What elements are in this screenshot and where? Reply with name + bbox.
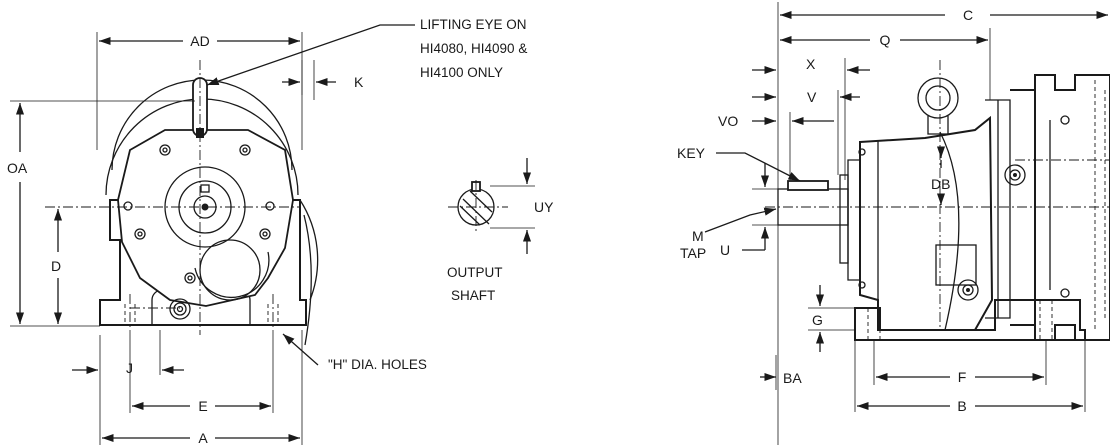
dim-label-d: D (51, 258, 61, 274)
dim-label-oa: OA (7, 160, 28, 176)
dim-label-a: A (198, 430, 208, 446)
dim-label-uy: UY (534, 199, 554, 215)
dim-label-g: G (812, 312, 823, 328)
dim-label-c: C (963, 7, 973, 23)
output-shaft-label-2: SHAFT (451, 288, 495, 303)
output-shaft-section: UY OUTPUT SHAFT (447, 158, 554, 303)
dim-label-m: M (692, 228, 704, 244)
note-lifting-eye-3: HI4100 ONLY (420, 65, 503, 80)
dim-label-e: E (198, 398, 207, 414)
dim-label-b: B (957, 398, 966, 414)
dim-label-f: F (958, 369, 967, 385)
dim-label-k: K (354, 74, 364, 90)
dim-label-j: J (126, 360, 133, 376)
dim-label-u: U (720, 242, 730, 258)
dim-label-ba: BA (783, 370, 802, 386)
side-view: C Q X V VO KEY DB M TAP (677, 2, 1110, 445)
dim-label-x: X (806, 56, 816, 72)
dim-label-ad: AD (190, 33, 209, 49)
dim-label-db: DB (931, 176, 950, 192)
note-lifting-eye-2: HI4080, HI4090 & (420, 41, 527, 56)
dim-label-v: V (807, 89, 817, 105)
front-view: AD K OA D J E A "H" DIA. HOLES LI (7, 17, 527, 446)
note-holes: "H" DIA. HOLES (328, 357, 427, 372)
note-lifting-eye-1: LIFTING EYE ON (420, 17, 527, 32)
output-shaft-label-1: OUTPUT (447, 265, 503, 280)
dim-label-vo: VO (718, 113, 738, 129)
dim-label-key: KEY (677, 145, 706, 161)
dim-label-q: Q (880, 32, 891, 48)
dim-label-tap: TAP (680, 245, 706, 261)
